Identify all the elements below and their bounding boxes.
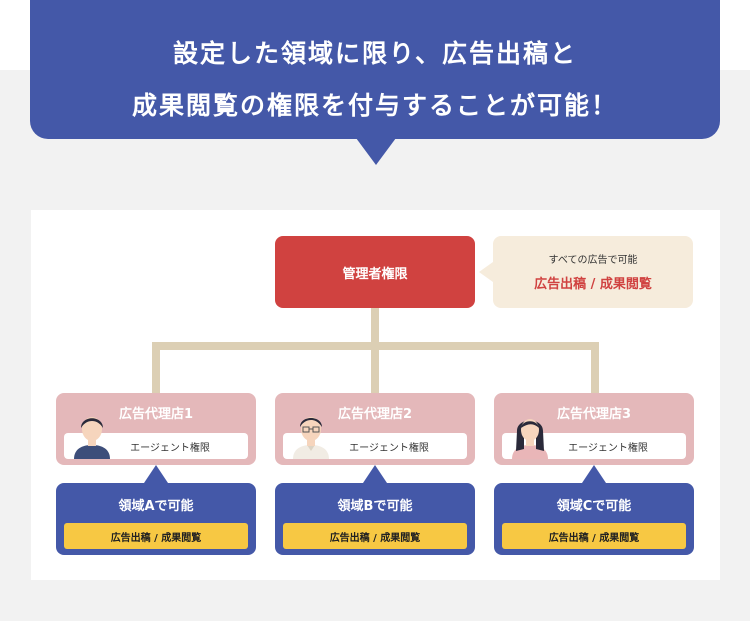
connector-vertical-agency-1 [152,342,160,393]
agency-box-2: 広告代理店2 エージェント権限 [275,393,475,465]
scope-permission: 広告出稿 / 成果閲覧 [502,523,686,549]
agency-box-3: 広告代理店3 エージェント権限 [494,393,694,465]
scope-title: 領域Bで可能 [337,499,413,514]
person-with-glasses-icon [293,417,329,459]
scope-box-b: 領域Bで可能 広告出稿 / 成果閲覧 [275,483,475,555]
scope-box-c: 領域Cで可能 広告出稿 / 成果閲覧 [494,483,694,555]
scope-pointer-3 [582,465,606,483]
agency-role-label: エージェント権限 [349,442,429,454]
scope-title: 領域Aで可能 [118,499,194,514]
banner-pointer [356,138,396,165]
scope-permission: 広告出稿 / 成果閲覧 [64,523,248,549]
woman-icon [512,419,548,459]
admin-permission-box: 管理者権限 [275,236,475,308]
agency-role-label: エージェント権限 [568,442,648,454]
scope-title: 領域Cで可能 [556,499,632,514]
headline-line-2: 成果閲覧の権限を付与することが可能！ [131,91,618,120]
callout-pointer [479,262,493,282]
agency-role-label: エージェント権限 [130,442,210,454]
agency-title: 広告代理店1 [118,407,194,422]
headline-line-1: 設定した領域に限り、広告出稿と [172,39,577,68]
headline-banner: 設定した領域に限り、広告出稿と 成果閲覧の権限を付与することが可能！ [30,0,720,139]
connector-vertical-admin [371,308,379,344]
callout-maintext: 広告出稿 / 成果閲覧 [534,277,652,292]
admin-callout: すべての広告で可能 広告出稿 / 成果閲覧 [493,236,693,308]
scope-permission: 広告出稿 / 成果閲覧 [283,523,467,549]
connector-vertical-agency-2 [371,342,379,393]
person-icon [74,417,110,459]
connector-vertical-agency-3 [591,342,599,393]
agency-box-1: 広告代理店1 エージェント権限 [56,393,256,465]
agency-title: 広告代理店3 [556,407,632,422]
admin-permission-label: 管理者権限 [342,266,408,282]
agency-title: 広告代理店2 [337,407,413,422]
scope-pointer-2 [363,465,387,483]
scope-box-a: 領域Aで可能 広告出稿 / 成果閲覧 [56,483,256,555]
scope-pointer-1 [144,465,168,483]
callout-subtext: すべての広告で可能 [548,255,638,266]
